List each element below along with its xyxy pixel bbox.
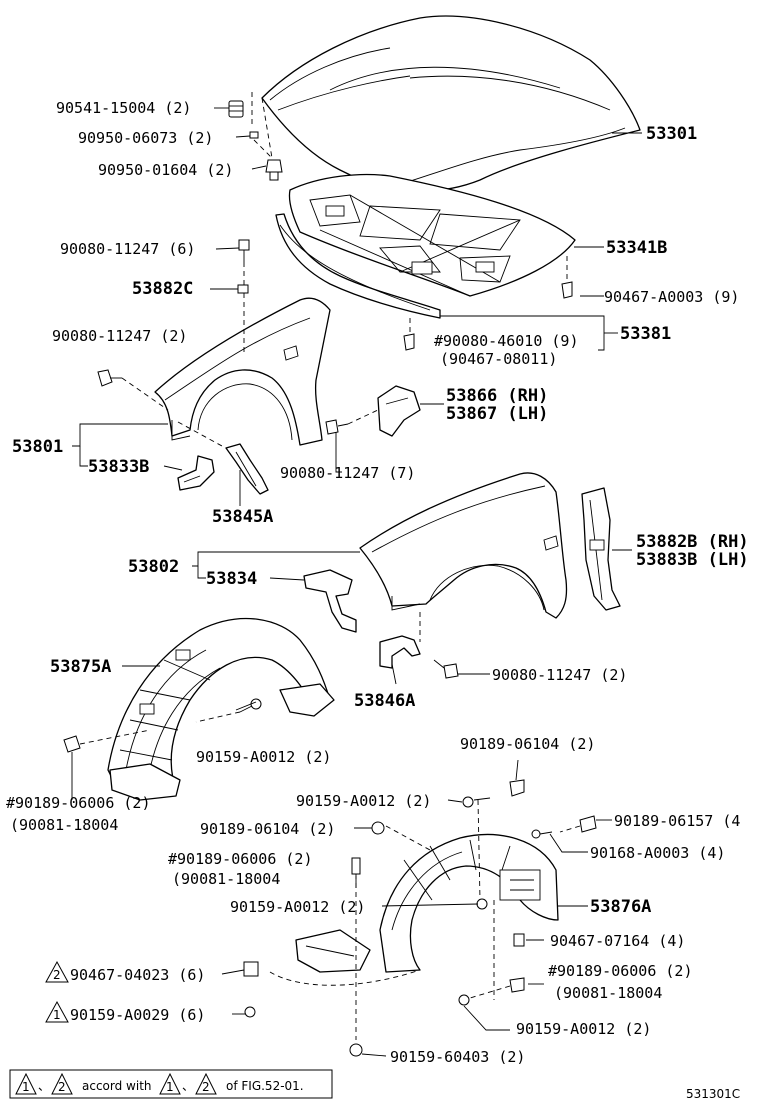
label-90189-06104-b: 90189-06104 (2) bbox=[200, 820, 335, 838]
label-53846a: 53846A bbox=[354, 691, 415, 711]
fender-bracket-53833b-drawing bbox=[177, 455, 215, 491]
label-53882b-rh: 53882B (RH) bbox=[636, 532, 749, 552]
clip-90189-06104-upper-icon bbox=[509, 779, 525, 797]
label-53381: 53381 bbox=[620, 324, 671, 344]
clip-90467-a0003-icon bbox=[561, 281, 573, 299]
label-90950-06073: 90950-06073 (2) bbox=[78, 129, 213, 147]
front-fender-lh-drawing bbox=[154, 297, 331, 446]
label-90159-60403: 90159-60403 (2) bbox=[390, 1048, 525, 1066]
label-90168-a0003: 90168-A0003 (4) bbox=[590, 844, 725, 862]
label-90189-06006-b: #90189-06006 (2) bbox=[168, 850, 313, 868]
label-90159-a0012-b: 90159-A0012 (2) bbox=[296, 792, 431, 810]
svg-text:1: 1 bbox=[53, 1008, 61, 1022]
fender-shim-icon bbox=[237, 284, 249, 294]
svg-text:、: 、 bbox=[182, 1079, 194, 1093]
label-90080-11247-2b: 90080-11247 (2) bbox=[492, 666, 627, 684]
fender-liner-rh-drawing bbox=[295, 833, 559, 973]
label-90189-06104-a: 90189-06104 (2) bbox=[460, 735, 595, 753]
label-90467-a0003: 90467-A0003 (9) bbox=[604, 288, 739, 306]
note-accord-text: accord with bbox=[82, 1079, 152, 1093]
hood-inner-panel-drawing bbox=[288, 173, 576, 297]
label-90189-06006-c: #90189-06006 (2) bbox=[548, 962, 693, 980]
fender-liner-seal-53882b-drawing bbox=[581, 487, 621, 611]
label-53802: 53802 bbox=[128, 557, 179, 577]
note-triangle-2-icon: 2 bbox=[45, 960, 69, 983]
fender-bolt-3-icon bbox=[325, 419, 349, 435]
fender-bolt-2-icon bbox=[97, 369, 122, 387]
fender-liner-lh-drawing bbox=[107, 617, 335, 801]
label-90159-a0012-d: 90159-A0012 (2) bbox=[516, 1020, 651, 1038]
label-90080-11247-7: 90080-11247 (7) bbox=[280, 464, 415, 482]
clip-90080-46010-icon bbox=[403, 333, 415, 351]
label-53301: 53301 bbox=[646, 124, 697, 144]
leader-lines bbox=[71, 107, 642, 1057]
fender-bolt-icon bbox=[238, 239, 250, 262]
label-90467-04023: 90467-04023 (6) bbox=[70, 966, 205, 984]
liner-screw-icon bbox=[239, 698, 262, 713]
label-53833b: 53833B bbox=[88, 457, 149, 477]
bolt-90159-60403-icon bbox=[349, 1043, 363, 1057]
clip-90189-06157-icon bbox=[559, 815, 597, 833]
clip-90189-06006-icon bbox=[469, 977, 525, 999]
figure-code: 531301C bbox=[686, 1087, 740, 1101]
fender-bolt-4-icon bbox=[433, 659, 459, 679]
clip-90189-06104-icon bbox=[371, 821, 385, 835]
screw-90159-a0029-icon bbox=[244, 1006, 256, 1018]
fender-bracket-53834-drawing bbox=[303, 569, 357, 633]
label-90081-18004-a: (90081-18004 bbox=[10, 816, 118, 834]
note-fig-ref-text: of FIG.52-01. bbox=[226, 1079, 304, 1093]
fender-bracket-53846a-drawing bbox=[379, 635, 421, 669]
label-90541-15004: 90541-15004 (2) bbox=[56, 99, 191, 117]
svg-text:2: 2 bbox=[58, 1080, 66, 1094]
label-90467-08011: (90467-08011) bbox=[440, 350, 557, 368]
label-90080-11247-2a: 90080-11247 (2) bbox=[52, 327, 187, 345]
hood-bumper-icon bbox=[265, 159, 283, 181]
liner-clip-icon bbox=[63, 735, 81, 753]
fender-liner-seal-53866-drawing bbox=[377, 385, 421, 437]
label-90189-06006-a: #90189-06006 (2) bbox=[6, 794, 151, 812]
label-53883b-lh: 53883B (LH) bbox=[636, 550, 749, 570]
screw-90159-a0012-icon bbox=[462, 796, 491, 808]
hood-washer-icon bbox=[249, 131, 259, 139]
label-53882c: 53882C bbox=[132, 279, 193, 299]
label-90189-06157: 90189-06157 (4 bbox=[614, 812, 740, 830]
label-53845a: 53845A bbox=[212, 507, 273, 527]
label-90950-01604: 90950-01604 (2) bbox=[98, 161, 233, 179]
svg-text:、: 、 bbox=[38, 1079, 50, 1093]
label-53876a: 53876A bbox=[590, 897, 651, 917]
pin-90189-06006-icon bbox=[351, 857, 361, 1040]
label-53341b: 53341B bbox=[606, 238, 667, 258]
label-90081-18004-c: (90081-18004 bbox=[554, 984, 662, 1002]
fender-bracket-53845a-drawing bbox=[225, 443, 269, 495]
hood-panel-drawing bbox=[261, 15, 641, 192]
front-fender-rh-drawing bbox=[359, 472, 568, 619]
label-53867-lh: 53867 (LH) bbox=[446, 404, 548, 424]
hood-seal-drawing bbox=[275, 213, 441, 319]
svg-text:1: 1 bbox=[22, 1080, 30, 1094]
label-90467-07164: 90467-07164 (4) bbox=[550, 932, 685, 950]
hood-cushion-icon bbox=[228, 100, 244, 118]
nut-90467-04023-icon bbox=[243, 961, 259, 977]
clip-90467-07164-icon bbox=[513, 933, 525, 947]
label-90159-a0029: 90159-A0029 (6) bbox=[70, 1006, 205, 1024]
note-box: 1 、 2 accord with 1 、 2 of FIG.52-01. bbox=[9, 1069, 333, 1099]
rivet-90168-a0003-icon bbox=[531, 829, 553, 839]
label-53866-rh: 53866 (RH) bbox=[446, 386, 548, 406]
label-53834: 53834 bbox=[206, 569, 257, 589]
label-90159-a0012-c: 90159-A0012 (2) bbox=[230, 898, 365, 916]
note-triangle-1-icon: 1 bbox=[45, 1000, 69, 1023]
svg-text:1: 1 bbox=[166, 1080, 174, 1094]
label-53801: 53801 bbox=[12, 437, 63, 457]
label-53875a: 53875A bbox=[50, 657, 111, 677]
svg-text:2: 2 bbox=[53, 968, 61, 982]
svg-text:2: 2 bbox=[202, 1080, 210, 1094]
label-90080-46010: #90080-46010 (9) bbox=[434, 332, 579, 350]
label-90159-a0012-a: 90159-A0012 (2) bbox=[196, 748, 331, 766]
label-90081-18004-b: (90081-18004 bbox=[172, 870, 280, 888]
screw-90159-a0012-mid-icon bbox=[476, 898, 488, 910]
label-90080-11247-6: 90080-11247 (6) bbox=[60, 240, 195, 258]
screw-90159-a0012-low-icon bbox=[458, 994, 470, 1006]
